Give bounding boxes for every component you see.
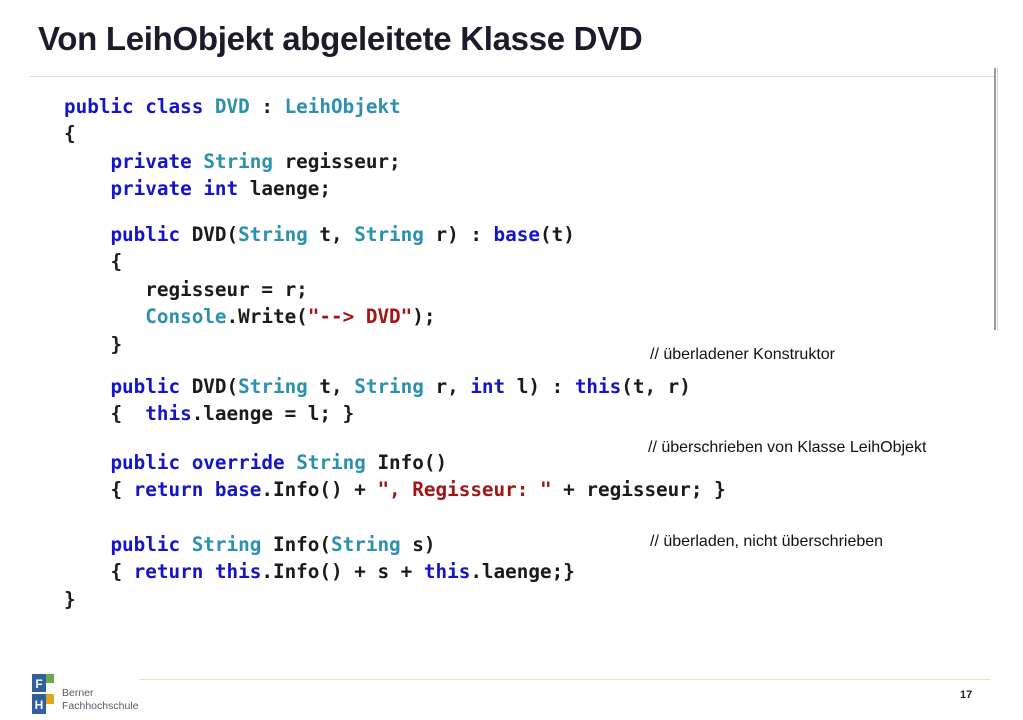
footer-divider [140, 679, 990, 680]
slide-title: Von LeihObjekt abgeleitete Klasse DVD [38, 20, 643, 57]
right-edge-bar-shadow [997, 68, 998, 330]
svg-text:F: F [35, 677, 42, 691]
bfh-logo-mark: F H [32, 674, 54, 714]
logo-text-line2: Fachhochschule [62, 700, 139, 712]
code-override-info: public override String Info() { return b… [110, 451, 726, 502]
code-class-header: public class DVD : LeihObjekt { private … [64, 95, 401, 201]
title-divider [30, 76, 995, 77]
comment-overloaded-constructor: // überladener Konstruktor [650, 346, 835, 363]
code-overload-info: public String Info(String s) { return th… [64, 533, 575, 611]
right-edge-bar [994, 68, 996, 330]
comment-overloaded-not-overridden: // überladen, nicht überschrieben [650, 533, 884, 550]
page-number: 17 [960, 689, 973, 701]
logo-text-line1: Berner [62, 687, 94, 699]
comment-overridden: // überschrieben von Klasse LeihObjekt [648, 439, 927, 456]
svg-text:H: H [35, 698, 44, 712]
bfh-logo: F H Berner Fachhochschule [32, 674, 152, 714]
code-constructor-1: public DVD(String t, String r) : base(t)… [110, 223, 575, 356]
code-constructor-2: public DVD(String t, String r, int l) : … [110, 375, 691, 426]
